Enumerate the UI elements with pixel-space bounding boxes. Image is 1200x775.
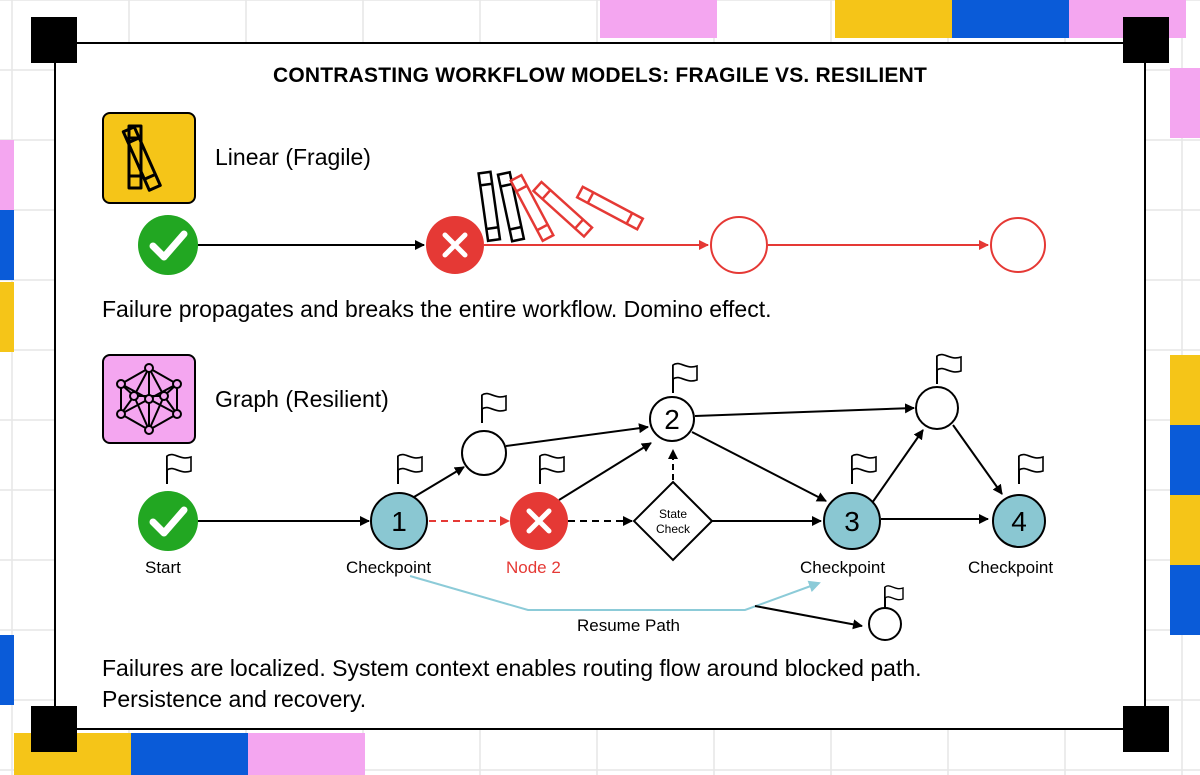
linear-blocked-node-1 xyxy=(710,216,768,274)
books-icon xyxy=(102,112,196,204)
x-icon xyxy=(442,232,468,258)
corner-top-left xyxy=(31,17,77,63)
checkpoint-4-label: Checkpoint xyxy=(968,558,1054,577)
checkpoint-3-label: Checkpoint xyxy=(800,558,886,577)
branch-node xyxy=(461,430,507,476)
node-number-2: 2 xyxy=(664,404,680,435)
top-right-node xyxy=(915,386,959,430)
flag-icon xyxy=(539,453,565,484)
falling-dominoes-icon xyxy=(477,170,645,243)
node-2-label: Node 2 xyxy=(506,558,561,577)
state-check-diamond: State Check xyxy=(632,480,714,562)
linear-blocked-node-2 xyxy=(990,217,1046,273)
background-tile xyxy=(248,733,365,775)
failed-node-2 xyxy=(510,492,568,550)
edge-branch-to-2 xyxy=(505,423,649,447)
node-number-1: 1 xyxy=(391,506,407,537)
check-icon xyxy=(149,230,188,261)
flag-icon xyxy=(851,453,877,484)
state-check-line2: Check xyxy=(656,522,691,536)
flag-icon xyxy=(481,392,507,423)
graph-caption-line1: Failures are localized. System context e… xyxy=(102,655,922,681)
edge-to-small-node xyxy=(754,605,863,630)
background-tile xyxy=(600,0,717,38)
checkpoint-1-label: Checkpoint xyxy=(346,558,432,577)
background-tile xyxy=(0,635,14,705)
background-tile xyxy=(835,0,952,38)
background-tile xyxy=(952,0,1069,38)
checkpoint-node-1: 1 xyxy=(370,492,428,550)
edge-2-to-top-right xyxy=(694,403,915,417)
background-tile xyxy=(131,733,248,775)
node-number-4: 4 xyxy=(1011,506,1027,537)
flag-icon xyxy=(1018,453,1044,484)
background-tile xyxy=(1170,68,1200,138)
linear-start-node xyxy=(138,215,198,275)
x-icon xyxy=(526,508,552,534)
linear-caption: Failure propagates and breaks the entire… xyxy=(102,296,772,322)
corner-top-right xyxy=(1123,17,1169,63)
checkpoint-node-3: 3 xyxy=(823,492,881,550)
flag-icon xyxy=(936,353,962,384)
page-title: CONTRASTING WORKFLOW MODELS: FRAGILE VS.… xyxy=(273,64,927,87)
graph-caption-line2: Persistence and recovery. xyxy=(102,686,367,712)
start-label: Start xyxy=(145,558,181,577)
corner-bottom-left xyxy=(31,706,77,752)
background-tile xyxy=(0,210,14,280)
edge-1-to-branch xyxy=(413,466,465,498)
small-resume-node xyxy=(868,607,902,641)
background-tile xyxy=(1170,425,1200,495)
flag-icon xyxy=(397,453,423,484)
flag-icon xyxy=(884,585,904,609)
checkpoint-node-4: 4 xyxy=(992,494,1046,548)
flag-icon xyxy=(166,453,192,484)
edge-3-to-top-right xyxy=(871,429,924,504)
state-check-line1: State xyxy=(659,507,687,521)
edge-top-right-to-4 xyxy=(952,424,1003,495)
background-tile xyxy=(1170,565,1200,635)
check-icon xyxy=(149,506,188,537)
background-tile xyxy=(1170,355,1200,425)
node-number-3: 3 xyxy=(844,506,860,537)
edge-2-to-3 xyxy=(691,431,827,502)
background-tile xyxy=(0,282,14,352)
background-tile xyxy=(0,140,14,210)
graph-start-node xyxy=(138,491,198,551)
network-graph-icon xyxy=(102,354,196,444)
background-tile xyxy=(1170,495,1200,565)
resume-path-edge xyxy=(409,575,821,611)
linear-label: Linear (Fragile) xyxy=(215,144,371,170)
flag-icon xyxy=(672,362,698,393)
graph-label: Graph (Resilient) xyxy=(215,386,389,412)
node-2: 2 xyxy=(649,396,695,442)
edge-node2-to-2 xyxy=(558,442,652,501)
resume-path-label: Resume Path xyxy=(577,616,680,635)
linear-failed-node xyxy=(426,216,484,274)
content-panel xyxy=(54,42,1146,730)
corner-bottom-right xyxy=(1123,706,1169,752)
